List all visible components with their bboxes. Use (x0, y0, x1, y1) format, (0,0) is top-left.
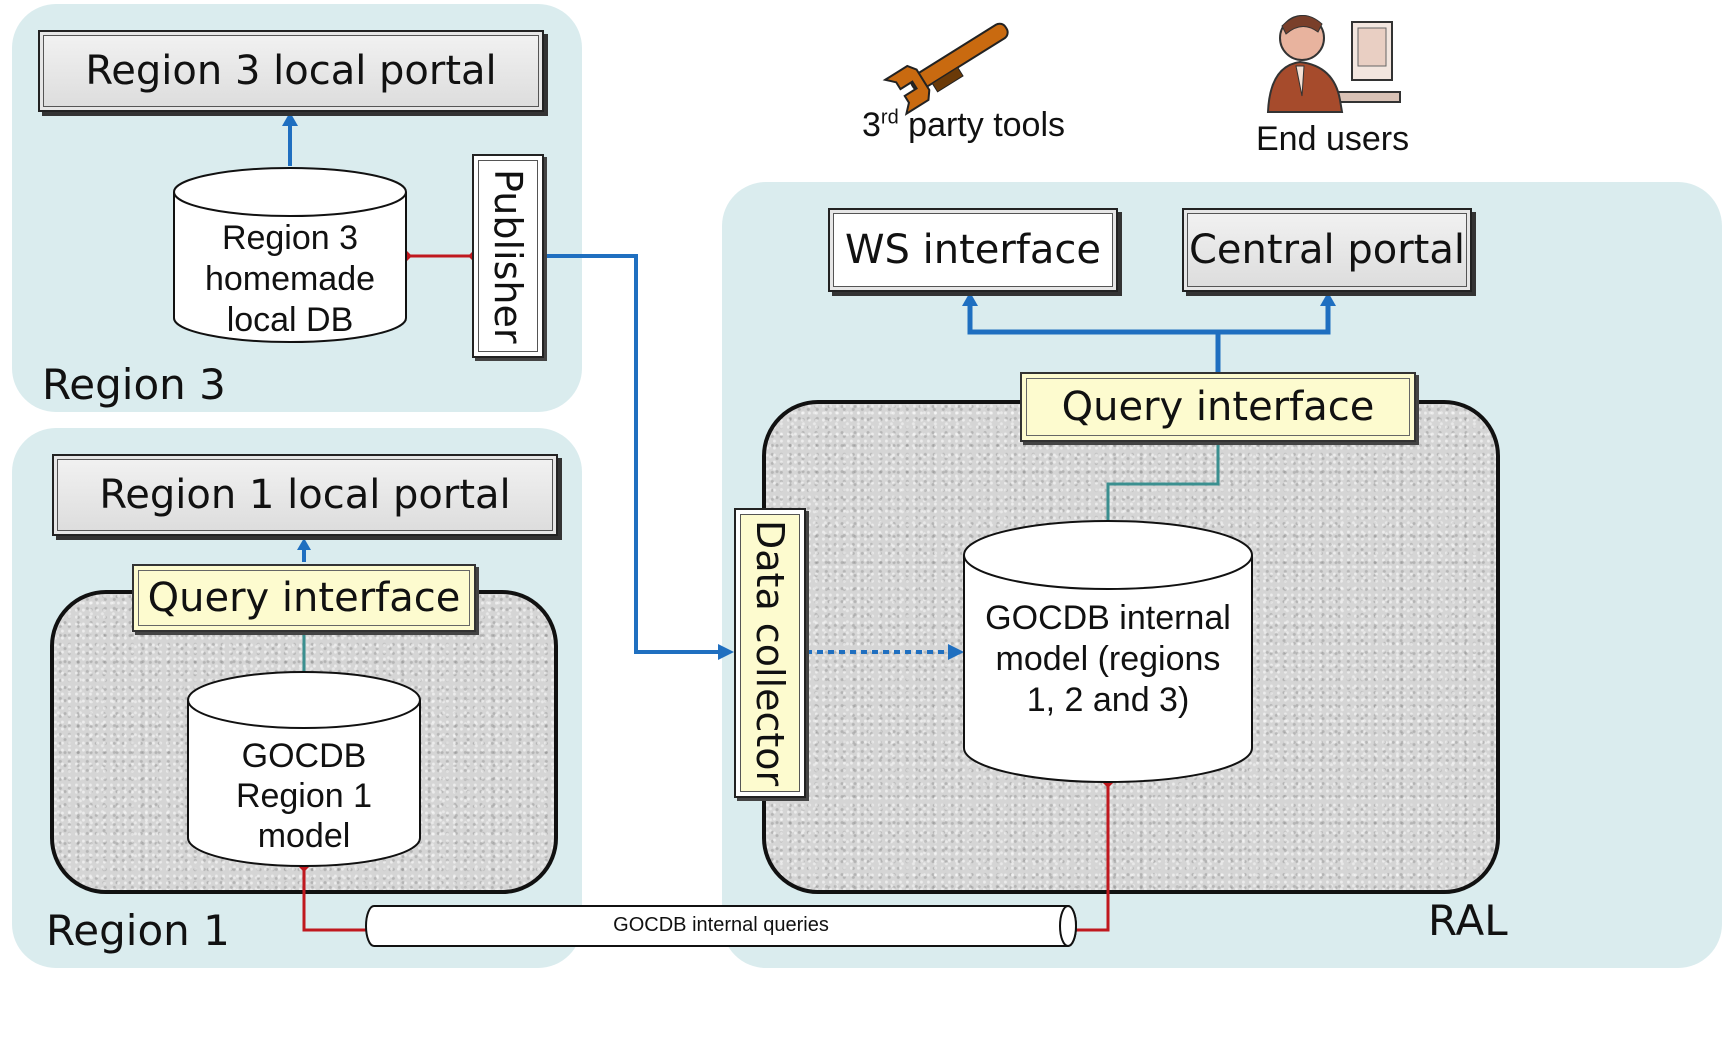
internal-queries-label: GOCDB internal queries (613, 914, 829, 936)
publisher-box: Publisher (472, 154, 544, 358)
arrows-qi-to-interfaces (962, 292, 1336, 372)
ral-internal-model-line-2: model (regions (995, 640, 1221, 678)
region-1-db: GOCDB Region 1 model (188, 736, 420, 856)
region-1-label: Region 1 (46, 906, 230, 955)
ral-internal-model-line-1: GOCDB internal (985, 599, 1231, 637)
region-1-local-portal: Region 1 local portal (52, 454, 558, 536)
end-user-icon (1266, 15, 1401, 113)
arrow-publisher-to-collector (544, 254, 734, 660)
ws-interface: WS interface (828, 208, 1118, 292)
ral-internal-model-cylinder (963, 520, 1253, 783)
ral-label: RAL (1428, 896, 1508, 945)
region-3-db: Region 3 homemade local DB (174, 218, 406, 341)
region-3-db-line-1: Region 3 (221, 219, 359, 257)
arrow-qi1-to-portal1 (297, 538, 311, 562)
region-3-label: Region 3 (42, 360, 226, 409)
region-3-db-line-2: homemade (204, 260, 376, 298)
arrow-db3-to-portal3 (282, 112, 298, 166)
region-1-db-line-1: GOCDB (241, 737, 367, 775)
ral-query-interface: Query interface (1020, 372, 1416, 442)
link-internal-model-to-qi (1106, 440, 1220, 520)
end-users-label: End users (1256, 120, 1410, 158)
data-collector-box: Data collector (734, 508, 806, 798)
link-db3-to-publisher (400, 250, 480, 262)
region-1-db-cylinder (187, 671, 421, 867)
region-3-db-cylinder (173, 167, 407, 343)
region-1-query-interface: Query interface (132, 564, 476, 632)
third-party-superscript: rd (880, 106, 899, 129)
internal-queries-pipe (365, 905, 1077, 947)
arrow-collector-to-internal-model (806, 644, 964, 660)
third-party-number: 3 (862, 106, 881, 144)
third-party-text: party tools (898, 106, 1066, 144)
central-portal: Central portal (1182, 208, 1472, 292)
region-3-db-line-3: local DB (226, 301, 354, 339)
ral-internal-model-line-3: 1, 2 and 3) (1026, 681, 1190, 719)
third-party-tools-label: 3rd party tools (862, 106, 1065, 145)
ral-internal-model: GOCDB internal model (regions 1, 2 and 3… (964, 598, 1252, 721)
data-collector-label: Data collector (748, 519, 792, 787)
region-1-db-line-3: model (257, 817, 351, 855)
wrench-icon (882, 22, 1009, 116)
region-3-local-portal: Region 3 local portal (38, 30, 544, 112)
publisher-label: Publisher (486, 168, 530, 344)
region-1-db-line-2: Region 1 (235, 777, 373, 815)
